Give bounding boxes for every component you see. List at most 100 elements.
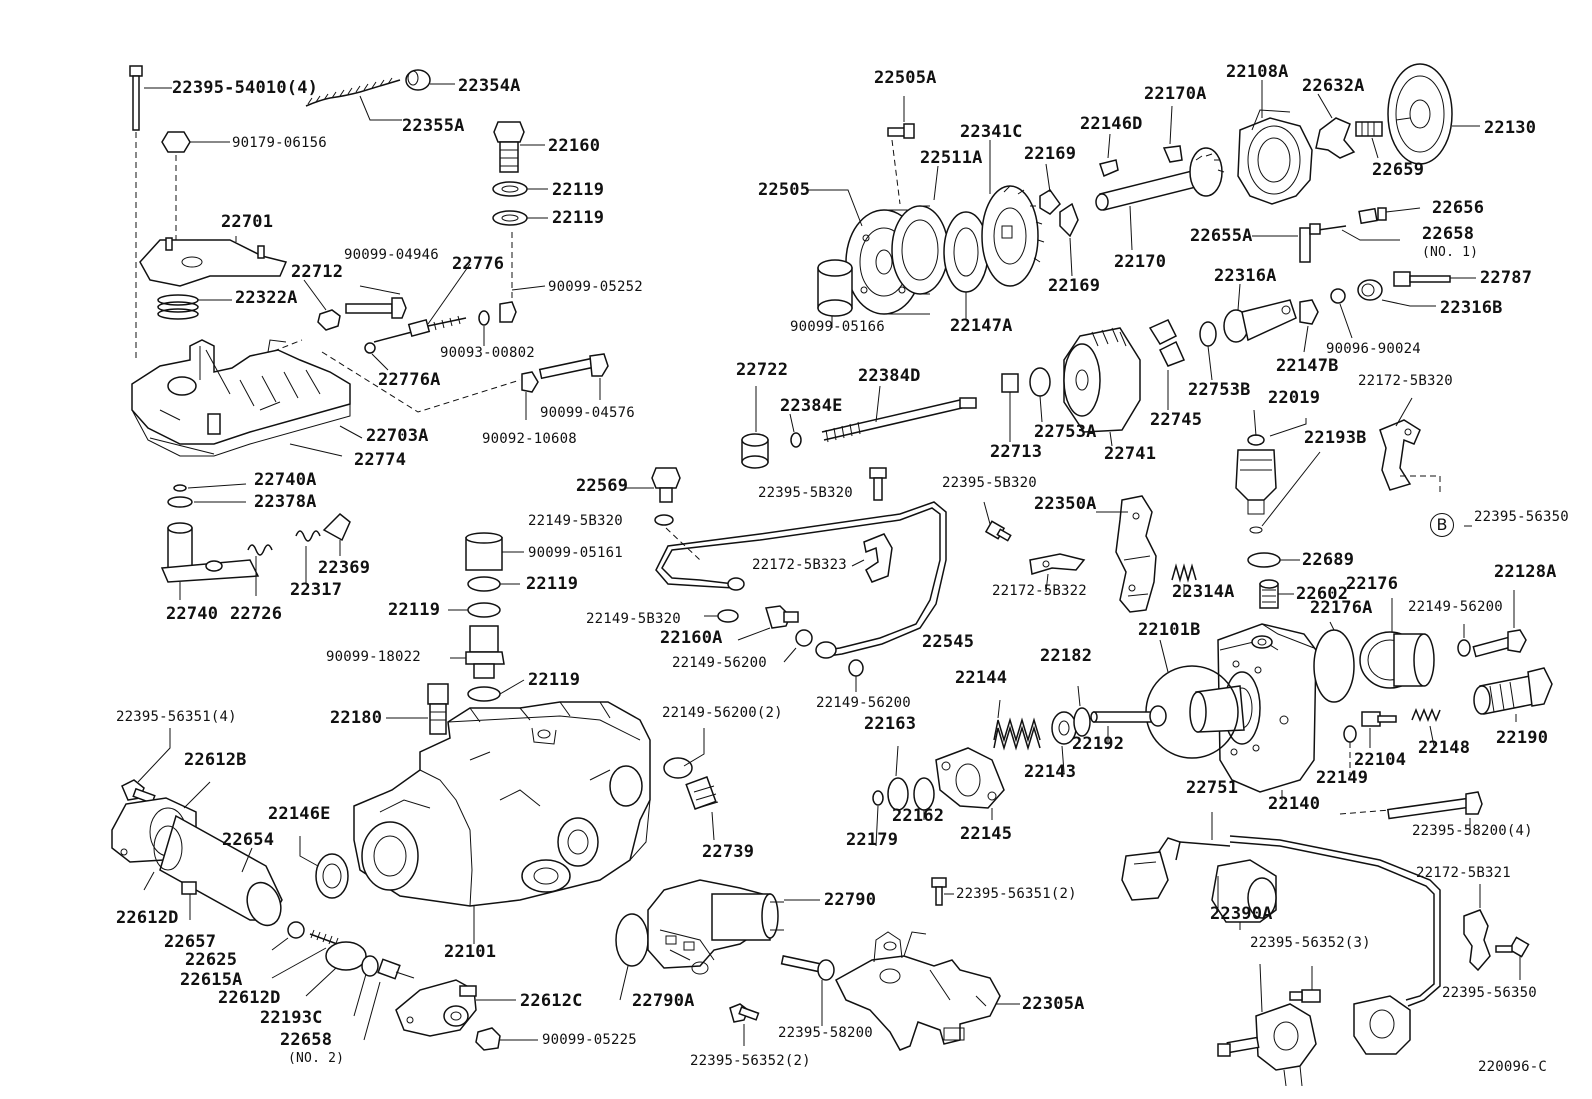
- plug-22739: [663, 757, 719, 810]
- washer-22163: [887, 777, 909, 811]
- part-label: 22659: [1372, 160, 1425, 180]
- washer-22625: [287, 921, 305, 939]
- part-label: 22787: [1480, 268, 1533, 288]
- part-label: 22395-56350: [1442, 985, 1537, 1001]
- part-label: 22701: [221, 212, 274, 232]
- part-label: 22147B: [1276, 356, 1339, 376]
- key-22169-a: [1039, 189, 1061, 215]
- part-label: 22712: [291, 262, 344, 282]
- part-label: 22776: [452, 254, 505, 274]
- screw-22658-no2: [377, 958, 415, 980]
- bushing-22316B: [1357, 279, 1383, 301]
- part-label: 22776A: [378, 370, 441, 390]
- part-label: 22602: [1296, 584, 1349, 604]
- part-label: 22395-58200(4): [1412, 823, 1533, 839]
- diagram-id: 220096-C: [1478, 1059, 1548, 1075]
- part-label: 90099-05166: [790, 319, 885, 335]
- part-label: 22505: [758, 180, 811, 200]
- part-label: 22511A: [920, 148, 983, 168]
- part-label: 22160: [548, 136, 601, 156]
- part-label: 22193C: [260, 1008, 323, 1028]
- part-label: 22149-5B320: [586, 611, 681, 627]
- lever-22193B: [1379, 419, 1421, 491]
- cap-90099-05161: [465, 532, 503, 571]
- part-label: 22179: [846, 830, 899, 850]
- bolt-22395-56350-b: [1495, 936, 1530, 958]
- nut-90099-05225: [475, 1027, 501, 1051]
- part-label: 90096-90024: [1326, 341, 1421, 357]
- ring-22146E: [315, 853, 349, 899]
- part-label: 22790: [824, 890, 877, 910]
- part-label: 22322A: [235, 288, 298, 308]
- part-label: 22192: [1072, 734, 1125, 754]
- part-label: 22740A: [254, 470, 317, 490]
- part-label: 22369: [318, 558, 371, 578]
- pin-22657: [181, 881, 197, 895]
- part-label: 22190: [1496, 728, 1549, 748]
- oring-22384E: [790, 432, 802, 448]
- clamp-22172-5B321: [1463, 909, 1491, 972]
- spring-22314A: [1171, 563, 1197, 583]
- valve-90099-18022: [465, 625, 505, 679]
- fuel-pipe-22545: [655, 501, 947, 659]
- washer-22149-5B320-a: [654, 514, 674, 526]
- pin-22192: [1090, 705, 1167, 727]
- valve-22790: [647, 879, 784, 975]
- part-label: 22172-5B323: [752, 557, 847, 573]
- screw-22505A: [887, 123, 915, 139]
- part-label: 22130: [1484, 118, 1537, 138]
- bolt-22395-58200-a: [780, 955, 835, 981]
- part-label: 22545: [922, 632, 975, 652]
- part-label: 22101: [444, 942, 497, 962]
- part-label: 22172-5B321: [1416, 865, 1511, 881]
- part-label: 22176: [1346, 574, 1399, 594]
- washer-22149-56200-a: [795, 629, 813, 647]
- part-label: 22119: [552, 208, 605, 228]
- solenoid-22390A: [1211, 859, 1277, 923]
- part-label: 22726: [230, 604, 283, 624]
- bracket-22305A: [835, 931, 1001, 1051]
- part-label: 22395-56351(2): [956, 886, 1077, 902]
- part-label: 22790A: [632, 991, 695, 1011]
- shaft-22384D: [821, 397, 977, 443]
- part-label: 22740: [166, 604, 219, 624]
- part-label: 22774: [354, 450, 407, 470]
- governor-cover-22774: [131, 339, 351, 457]
- bolt-22395-5B320-b: [984, 520, 1012, 542]
- part-label: 22384E: [780, 396, 843, 416]
- part-label: 22612B: [184, 750, 247, 770]
- shaft-22170: [1095, 147, 1225, 211]
- part-label: 22170: [1114, 252, 1167, 272]
- spring-22726: [247, 544, 273, 556]
- part-label: 22745: [1150, 410, 1203, 430]
- part-label: 22172-5B322: [992, 583, 1087, 599]
- part-label: 22658: [280, 1030, 333, 1050]
- oring-22612D: [325, 941, 367, 971]
- bolt-22395-56351-a: [121, 779, 156, 805]
- pump-housing-22101: [353, 701, 651, 907]
- part-label: 22341C: [960, 122, 1023, 142]
- part-label: 22741: [1104, 444, 1157, 464]
- nut-22147B: [1299, 299, 1319, 325]
- part-label: 22354A: [458, 76, 521, 96]
- screw-22656: [1358, 207, 1387, 225]
- screw-22658-no1: [1309, 223, 1347, 235]
- part-label: 22395-56351(4): [116, 709, 237, 725]
- banjo-bolt-22160: [493, 121, 525, 173]
- part-label: 22149-56200: [672, 655, 767, 671]
- part-label: 22395-5B320: [758, 485, 853, 501]
- filter-22602: [1259, 579, 1279, 609]
- gasket-22147A: [943, 211, 989, 293]
- part-label: 22569: [576, 476, 629, 496]
- part-label: 22390A: [1210, 904, 1273, 924]
- part-label: 22119: [526, 574, 579, 594]
- part-label: 22612D: [116, 908, 179, 928]
- tube-22654: [153, 814, 283, 927]
- nut-22712: [317, 309, 341, 331]
- valve-22176: [1359, 631, 1435, 689]
- spring-22148: [1411, 707, 1441, 723]
- part-label: 22350A: [1034, 494, 1097, 514]
- lever-22701: [139, 237, 288, 287]
- valve-22180: [427, 683, 449, 735]
- impeller-22632A: [1315, 117, 1356, 159]
